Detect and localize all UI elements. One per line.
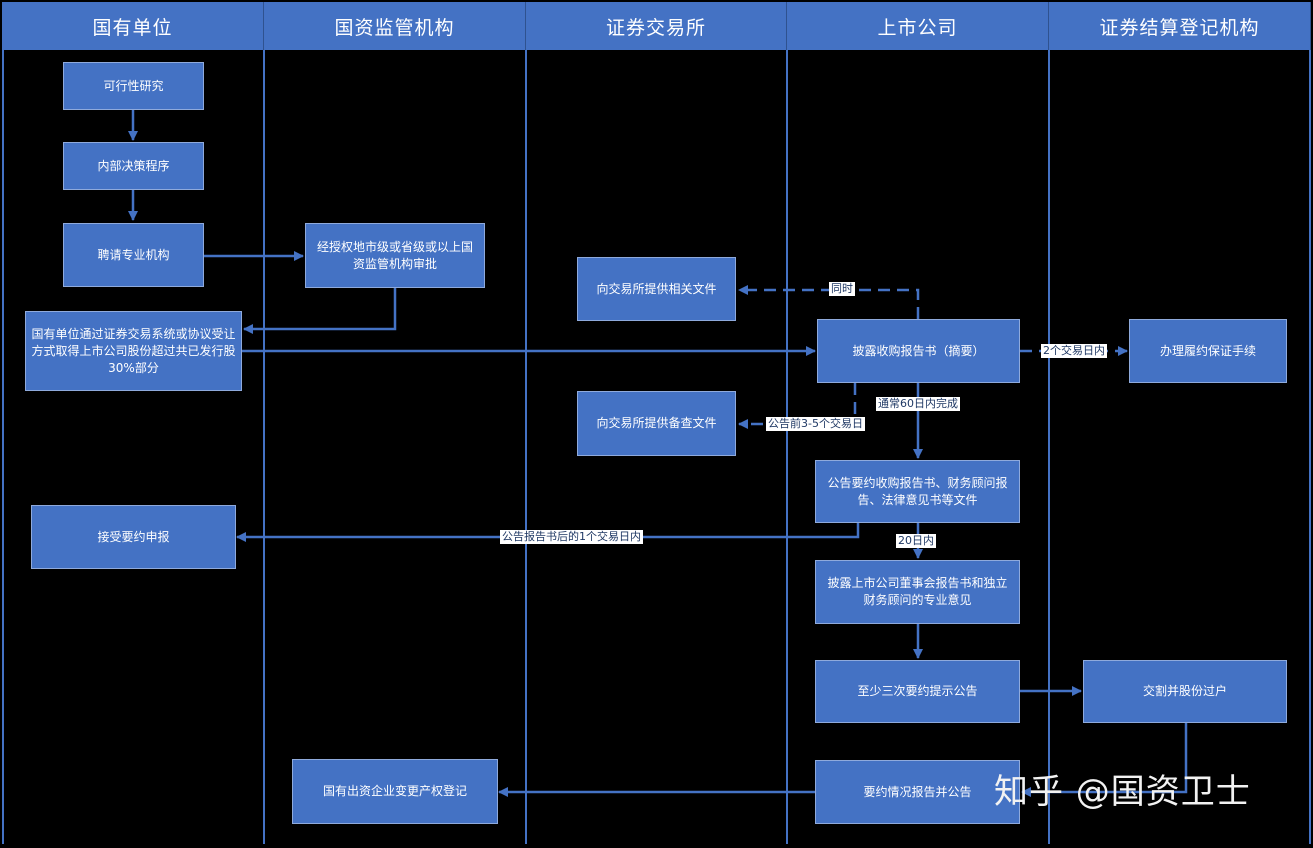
lane-header-state-entity: 国有单位 [2,2,264,50]
lane-header-exchange: 证券交易所 [526,2,787,50]
edge-label-twenty-days: 20日内 [896,534,936,548]
node-hire-agency: 聘请专业机构 [63,223,204,287]
edge-label-simultaneous: 同时 [829,282,855,296]
node-acquire-shares: 国有单位通过证券交易系统或协议受让方式取得上市公司股份超过共已发行股30%部分 [25,311,242,391]
node-accept-offer: 接受要约申报 [31,505,236,569]
zhihu-watermark: 知乎 @国资卫士 [994,772,1251,812]
node-internal-decision: 内部决策程序 [63,142,204,190]
edge-label-pre-announce: 公告前3-5个交易日 [766,417,865,431]
node-regulator-approval: 经授权地市级或省级或以上国资监管机构审批 [305,223,485,288]
lane-header-regulator: 国资监管机构 [264,2,526,50]
node-disclose-summary: 披露收购报告书（摘要） [817,319,1020,383]
node-announce-offer: 公告要约收购报告书、财务顾问报告、法律意见书等文件 [815,460,1020,523]
lane-divider [263,50,265,844]
node-offer-result: 要约情况报告并公告 [815,760,1020,824]
node-reminder-announcement: 至少三次要约提示公告 [815,660,1020,723]
lane-divider [525,50,527,844]
node-submit-filing: 向交易所提供备查文件 [577,391,736,456]
node-feasibility-study: 可行性研究 [63,62,204,110]
arrow-disclose-to-docs-dashed [738,285,920,319]
lane-header-clearing-house: 证券结算登记机构 [1049,2,1311,50]
node-settlement-transfer: 交割并股份过户 [1083,660,1287,723]
arrow-settlement-to-result [1021,723,1188,797]
lane-header-listed-company: 上市公司 [787,2,1049,50]
edge-label-sixty-days: 通常60日内完成 [876,397,960,411]
node-board-report: 披露上市公司董事会报告书和独立财务顾问的专业意见 [815,560,1020,624]
node-property-registration: 国有出资企业变更产权登记 [292,759,498,824]
lane-border-left [2,50,4,844]
edge-label-two-days: 2个交易日内 [1041,344,1107,358]
lane-border-right [1309,50,1311,844]
edge-label-one-day: 公告报告书后的1个交易日内 [500,530,643,544]
arrow-announce-to-accept [236,522,860,542]
lane-divider [786,50,788,844]
lane-divider [1048,50,1050,844]
arrow-approval-to-acquire [243,288,397,334]
node-submit-documents: 向交易所提供相关文件 [577,257,736,321]
node-performance-guarantee: 办理履约保证手续 [1129,319,1287,383]
